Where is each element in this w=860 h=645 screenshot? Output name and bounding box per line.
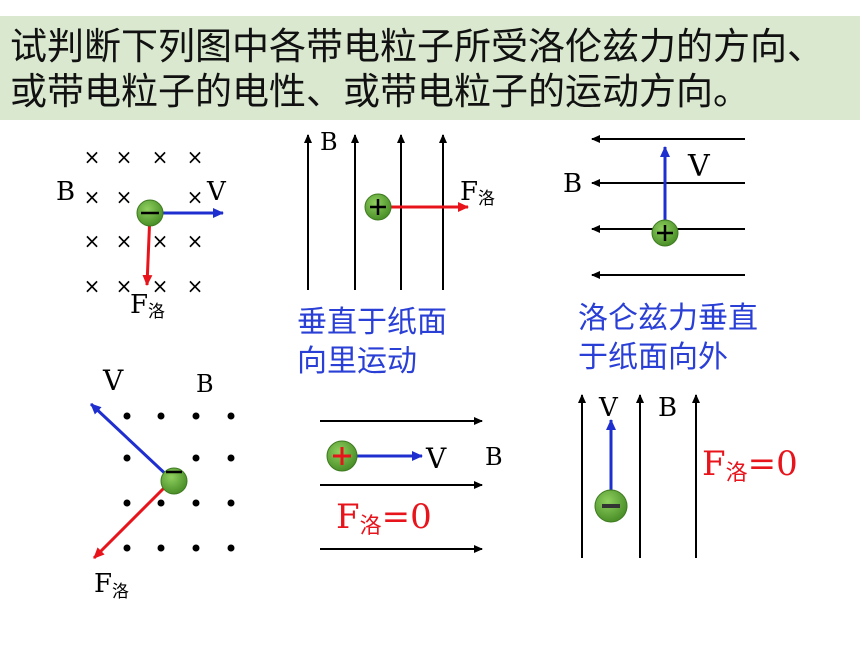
- dot-symbol: [192, 454, 200, 462]
- dot-symbol: [227, 412, 235, 420]
- dot-symbol: [157, 412, 165, 420]
- luo-subscript: 洛: [148, 302, 165, 322]
- panel-2: B F洛 垂直于纸面 向里运动: [297, 128, 495, 379]
- b-label: B: [320, 128, 338, 156]
- equals-zero: =0: [382, 497, 432, 537]
- caption-line-2: 向里运动: [297, 344, 417, 379]
- cross-symbol: ×: [187, 274, 204, 298]
- b-label: B: [196, 370, 214, 398]
- cross-symbol: ×: [116, 274, 133, 298]
- equals-zero: =0: [748, 444, 798, 484]
- cross-symbol: ×: [187, 229, 204, 253]
- dot-symbol: [123, 412, 131, 420]
- b-label: B: [658, 393, 677, 423]
- dot-symbol: [227, 499, 235, 507]
- dot-symbol: [192, 412, 200, 420]
- luo-subscript: 洛: [726, 461, 748, 486]
- force-label: F洛: [460, 177, 495, 209]
- dot-symbol: [192, 499, 200, 507]
- f-symbol: F: [460, 177, 478, 207]
- cross-symbol: ×: [84, 185, 101, 209]
- dot-symbol: [157, 544, 165, 552]
- force-arrow: [92, 478, 174, 560]
- v-label: V: [206, 177, 227, 207]
- panel-5: V B F洛=0: [320, 417, 503, 553]
- zero-force-label: F洛=0: [336, 497, 432, 539]
- dot-symbol: [157, 499, 165, 507]
- b-label: B: [485, 443, 503, 471]
- cross-symbol: ×: [116, 229, 133, 253]
- b-label: B: [563, 169, 582, 199]
- panel-1: × × × × × × × × × × × × × × × B V: [56, 145, 227, 322]
- luo-subscript: 洛: [112, 582, 129, 602]
- caption-line-2: 于纸面向外: [578, 340, 728, 375]
- dot-symbol: [123, 454, 131, 462]
- caption-line-1: 垂直于纸面: [297, 305, 447, 340]
- v-label: V: [102, 364, 124, 397]
- v-label: V: [425, 442, 447, 475]
- title-banner: 试判断下列图中各带电粒子所受洛伦兹力的方向、 或带电粒子的电性、或带电粒子的运动…: [0, 16, 860, 120]
- f-symbol: F: [94, 569, 112, 599]
- cross-symbol: ×: [116, 145, 133, 169]
- title-line-2: 或带电粒子的电性、或带电粒子的运动方向。: [10, 70, 750, 113]
- velocity-arrow: [89, 402, 174, 482]
- dot-symbol: [227, 544, 235, 552]
- f-symbol: F: [130, 290, 148, 320]
- force-label: F洛: [94, 569, 129, 602]
- particle: [160, 467, 188, 495]
- cross-symbol: ×: [152, 229, 169, 253]
- v-label: V: [598, 393, 619, 423]
- f-symbol: F: [336, 497, 360, 537]
- cross-symbol: ×: [84, 229, 101, 253]
- f-symbol: F: [702, 444, 726, 484]
- dot-symbol: [123, 499, 131, 507]
- panel-6: V B F洛=0: [578, 393, 798, 558]
- force-label: F洛: [130, 290, 165, 322]
- cross-symbol: ×: [187, 145, 204, 169]
- cross-symbol: ×: [152, 274, 169, 298]
- cross-symbol: ×: [84, 145, 101, 169]
- caption-line-1: 洛仑兹力垂直: [578, 301, 758, 336]
- b-label: B: [56, 177, 75, 207]
- cross-symbol: ×: [152, 145, 169, 169]
- luo-subscript: 洛: [360, 514, 382, 539]
- zero-force-label: F洛=0: [702, 444, 798, 486]
- v-label: V: [687, 149, 711, 184]
- dot-symbol: [192, 544, 200, 552]
- cross-symbol: ×: [116, 185, 133, 209]
- field-out-of-page: [123, 412, 235, 552]
- field-into-page: × × × × × × × × × × × × × × ×: [84, 145, 204, 298]
- cross-symbol: ×: [187, 185, 204, 209]
- panel-3: B V 洛仑兹力垂直 于纸面向外: [563, 135, 758, 375]
- dot-symbol: [123, 544, 131, 552]
- dot-symbol: [227, 454, 235, 462]
- title-line-1: 试判断下列图中各带电粒子所受洛伦兹力的方向、: [10, 25, 824, 68]
- luo-subscript: 洛: [478, 189, 495, 209]
- cross-symbol: ×: [84, 274, 101, 298]
- panel-4: V B F洛: [89, 364, 235, 602]
